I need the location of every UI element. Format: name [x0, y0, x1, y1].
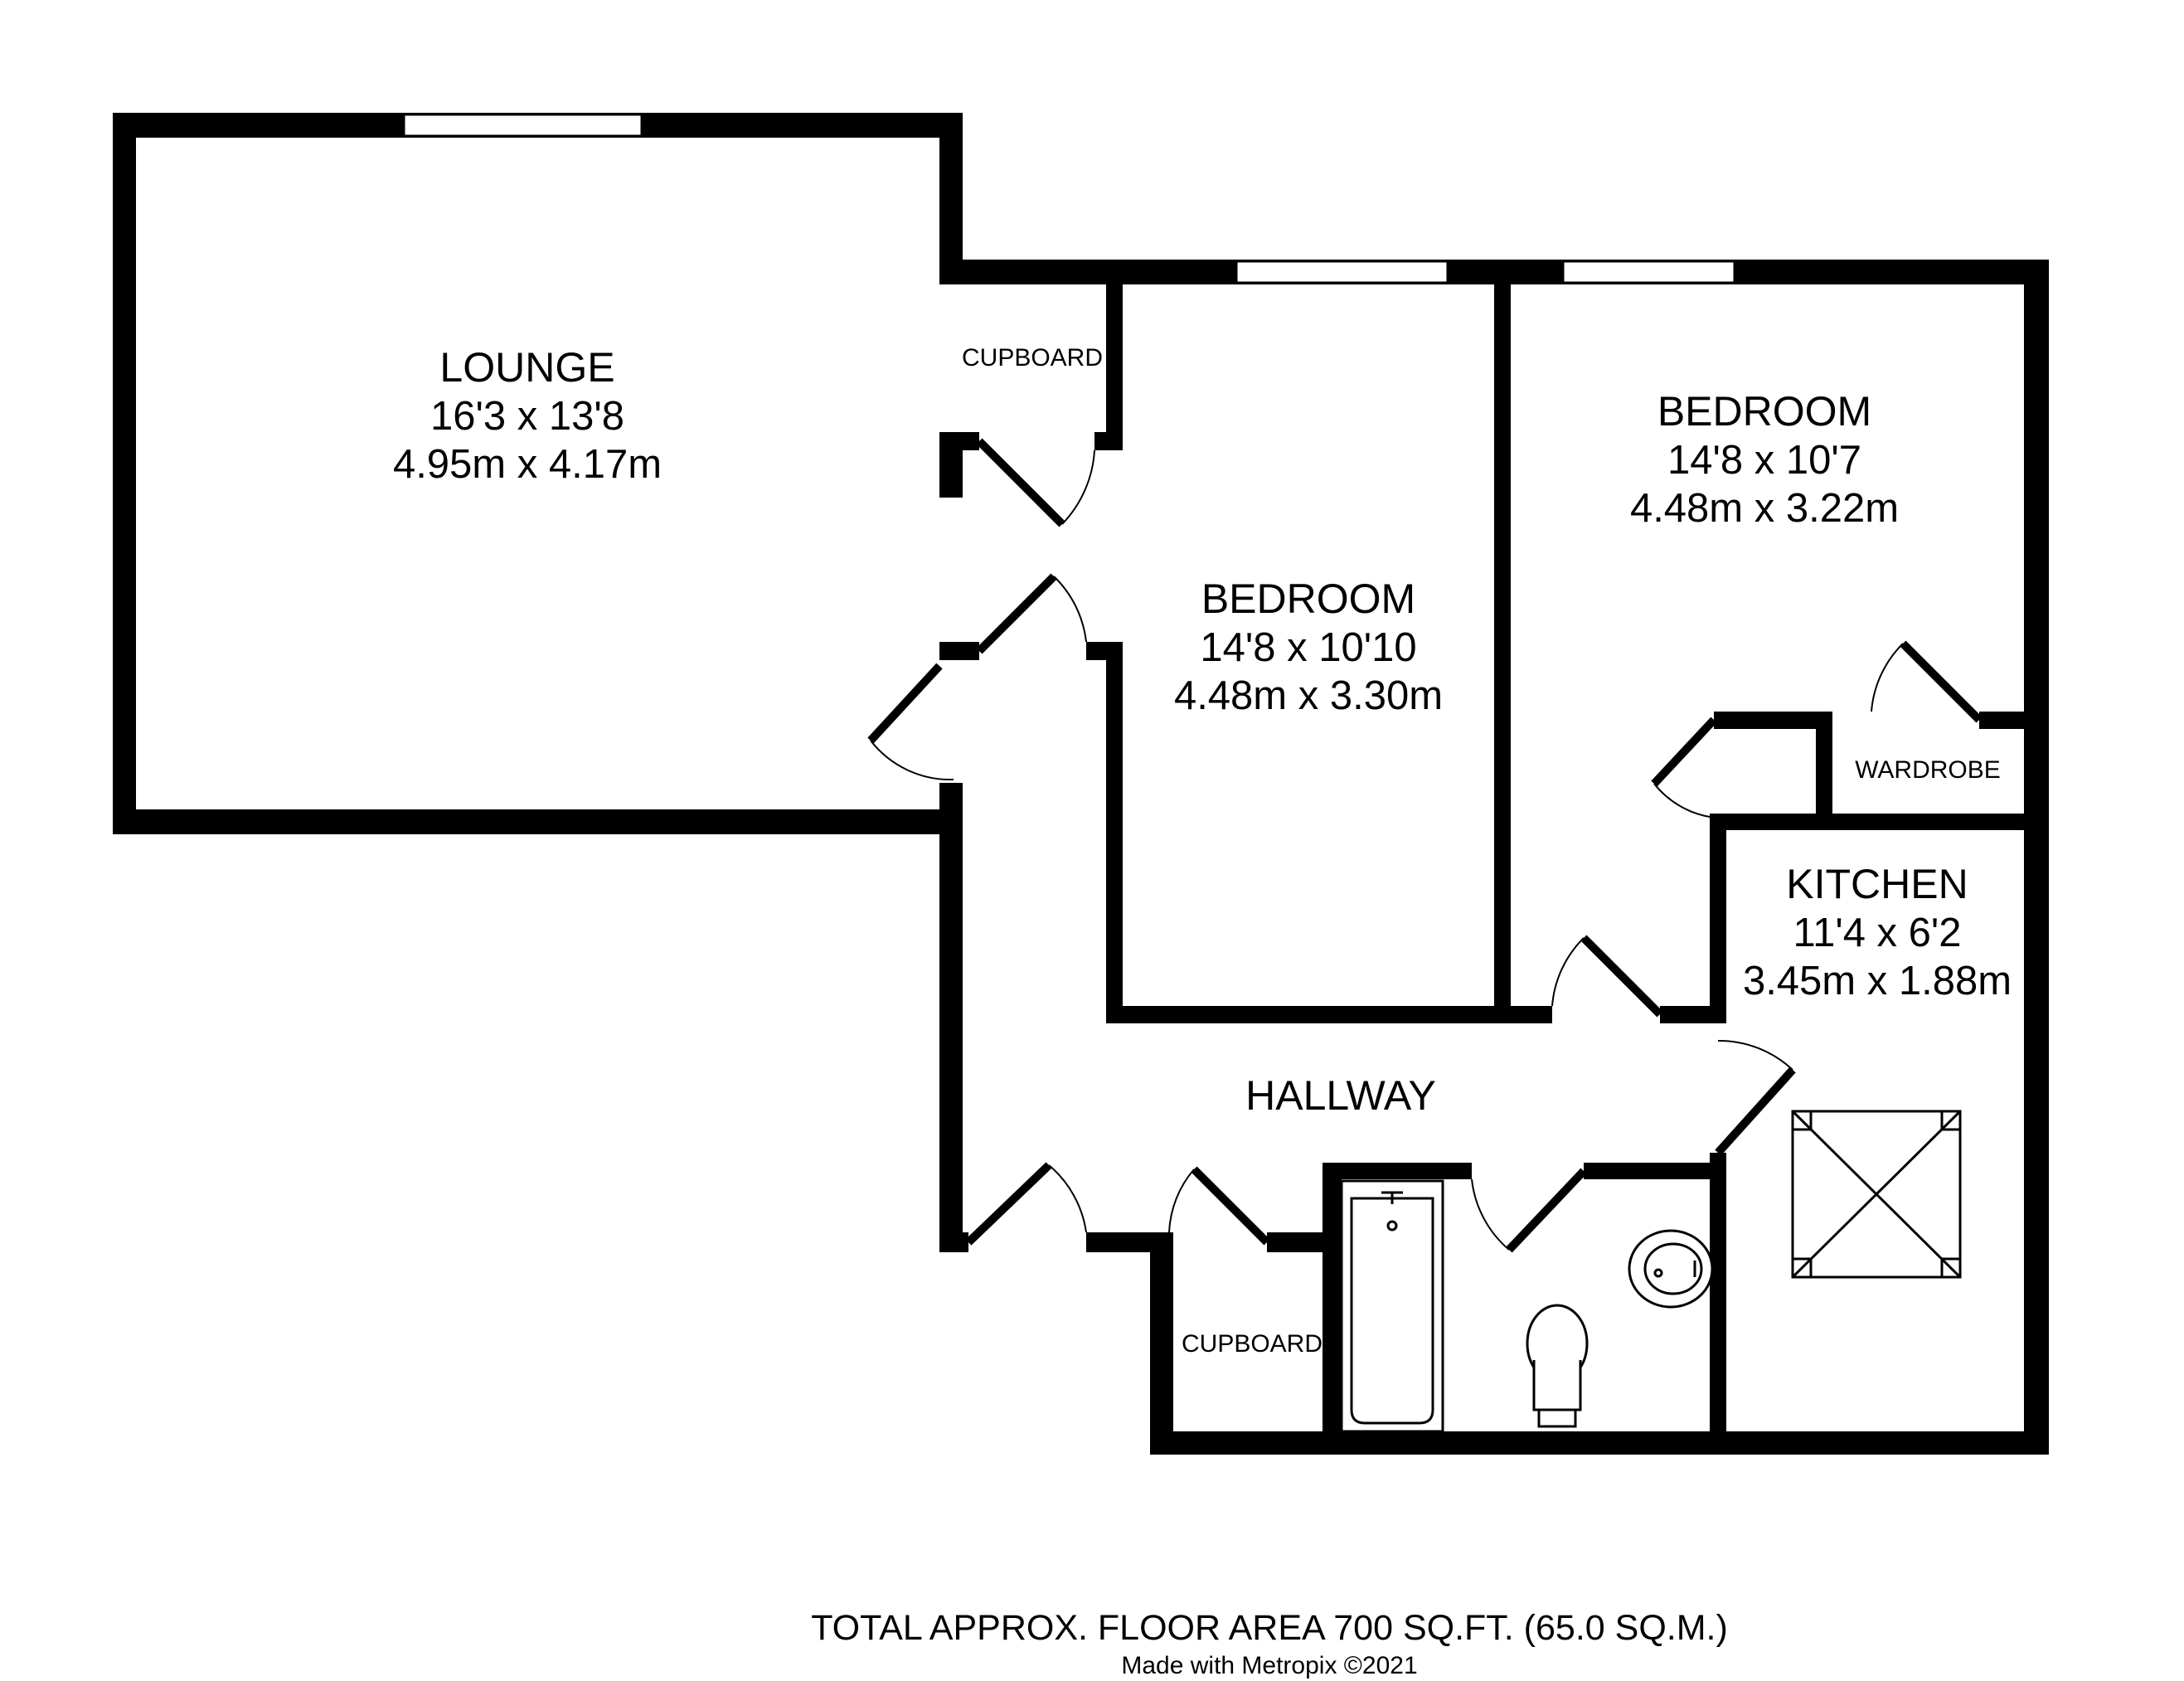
bathroom-wall-left — [1323, 1163, 1342, 1455]
hallway-wall-left-stub — [939, 1232, 968, 1252]
cupboard-top-label: CUPBOARD — [962, 344, 1103, 372]
kitchen-wall-left-lower — [1710, 1153, 1726, 1455]
total-floor-area: TOTAL APPROX. FLOOR AREA 700 SQ.FT. (65.… — [811, 1608, 1728, 1648]
doors — [867, 438, 1983, 1253]
cupboard-bottom-door-leaf — [1191, 1166, 1270, 1246]
bedroom1-metric: 4.48m x 3.30m — [1174, 673, 1443, 718]
kitchen-wall-left-upper — [1710, 814, 1726, 1023]
bathroom-wall-top-left — [1323, 1163, 1472, 1179]
walls — [113, 113, 2049, 1455]
kitchen-wall-top — [1710, 814, 2049, 830]
kitchen-unit — [1791, 1110, 1962, 1279]
bedroom1-wall-right — [1494, 260, 1511, 1023]
kitchen-metric: 3.45m x 1.88m — [1743, 959, 2012, 1003]
wardrobe-door-right-swing — [1871, 643, 1904, 712]
wardrobe-door-left-swing — [1653, 783, 1711, 818]
entrance-door-swing — [1048, 1164, 1087, 1233]
lounge-wall-bottom — [113, 809, 963, 834]
cupboard-bottom-label: CUPBOARD — [1182, 1330, 1323, 1358]
bedroom1-door-swing — [1053, 576, 1087, 643]
outer-wall-bottom — [1150, 1431, 2049, 1455]
lounge-imperial: 16'3 x 13'8 — [430, 394, 624, 439]
bedroom2-window — [1561, 260, 1736, 284]
lounge-wall-right-upper — [939, 113, 963, 283]
lounge-door-swing — [870, 740, 954, 781]
wardrobe-door-left-leaf — [1651, 717, 1717, 787]
entrance-door-leaf — [965, 1162, 1052, 1246]
kitchen-name: KITCHEN — [1786, 861, 1968, 907]
lounge-wall-left — [113, 113, 136, 834]
footer: TOTAL APPROX. FLOOR AREA 700 SQ.FT. (65.… — [811, 1608, 1728, 1679]
bedroom2-door-leaf — [1580, 935, 1663, 1018]
bedroom1-name: BEDROOM — [1201, 576, 1415, 622]
cupboard-bottom-wall-left — [1150, 1232, 1173, 1455]
bedroom1-door-leaf — [976, 573, 1057, 654]
room-labels: LOUNGE 16'3 x 13'8 4.95m x 4.17m BEDROOM… — [393, 344, 2012, 1358]
cupboard-top-door-swing — [1061, 449, 1095, 525]
cupboard-top-wall-bottom-left — [939, 432, 979, 450]
lounge-window — [402, 113, 643, 138]
wardrobe-label: WARDROBE — [1855, 756, 2001, 784]
cupboard-top-door-leaf — [976, 438, 1065, 527]
outer-wall-right — [2024, 260, 2049, 1455]
bedroom2-imperial: 14'8 x 10'7 — [1667, 438, 1861, 483]
bathroom-door-leaf — [1506, 1168, 1587, 1253]
bathroom-wall-top-right — [1584, 1163, 1726, 1179]
metropix-credit: Made with Metropix ©2021 — [1121, 1652, 1417, 1679]
bedroom1-imperial: 14'8 x 10'10 — [1200, 625, 1416, 670]
bedroom1-window — [1235, 260, 1449, 284]
hallway-name: HALLWAY — [1245, 1072, 1436, 1119]
lounge-door-leaf — [867, 663, 943, 744]
bedroom2-name: BEDROOM — [1657, 388, 1871, 435]
bathtub — [1340, 1179, 1444, 1433]
wash-basin — [1628, 1229, 1714, 1309]
fixtures — [1340, 1110, 1962, 1433]
lounge-name: LOUNGE — [439, 344, 614, 391]
kitchen-door-swing — [1717, 1039, 1793, 1071]
hallway-wall-left — [939, 783, 963, 1252]
bedroom1-wall-left-stub — [939, 642, 979, 660]
cupboard-bottom-door-swing — [1168, 1168, 1195, 1233]
bedroom1-wall-left — [1106, 642, 1123, 1023]
bedroom2-door-stub-left — [1494, 1006, 1552, 1023]
windows — [402, 113, 1736, 284]
wardrobe-wall-top-left — [1714, 712, 1822, 729]
bedroom2-door-swing — [1551, 937, 1585, 1007]
toilet — [1526, 1304, 1589, 1428]
cupboard-top-wall-right — [1106, 260, 1123, 450]
lounge-metric: 4.95m x 4.17m — [393, 442, 662, 487]
bedroom1-wall-bottom — [1106, 1006, 1552, 1023]
wardrobe-wall-divider — [1816, 712, 1832, 819]
bedroom2-metric: 4.48m x 3.22m — [1630, 486, 1899, 531]
kitchen-door-leaf — [1715, 1066, 1796, 1156]
bathroom-door-swing — [1471, 1178, 1510, 1251]
cupboard-top-wall-bottom-right — [1094, 432, 1123, 450]
kitchen-imperial: 11'4 x 6'2 — [1793, 911, 1961, 955]
wardrobe-wall-top-right — [1979, 712, 2049, 729]
wardrobe-door-right-leaf — [1900, 640, 1983, 723]
